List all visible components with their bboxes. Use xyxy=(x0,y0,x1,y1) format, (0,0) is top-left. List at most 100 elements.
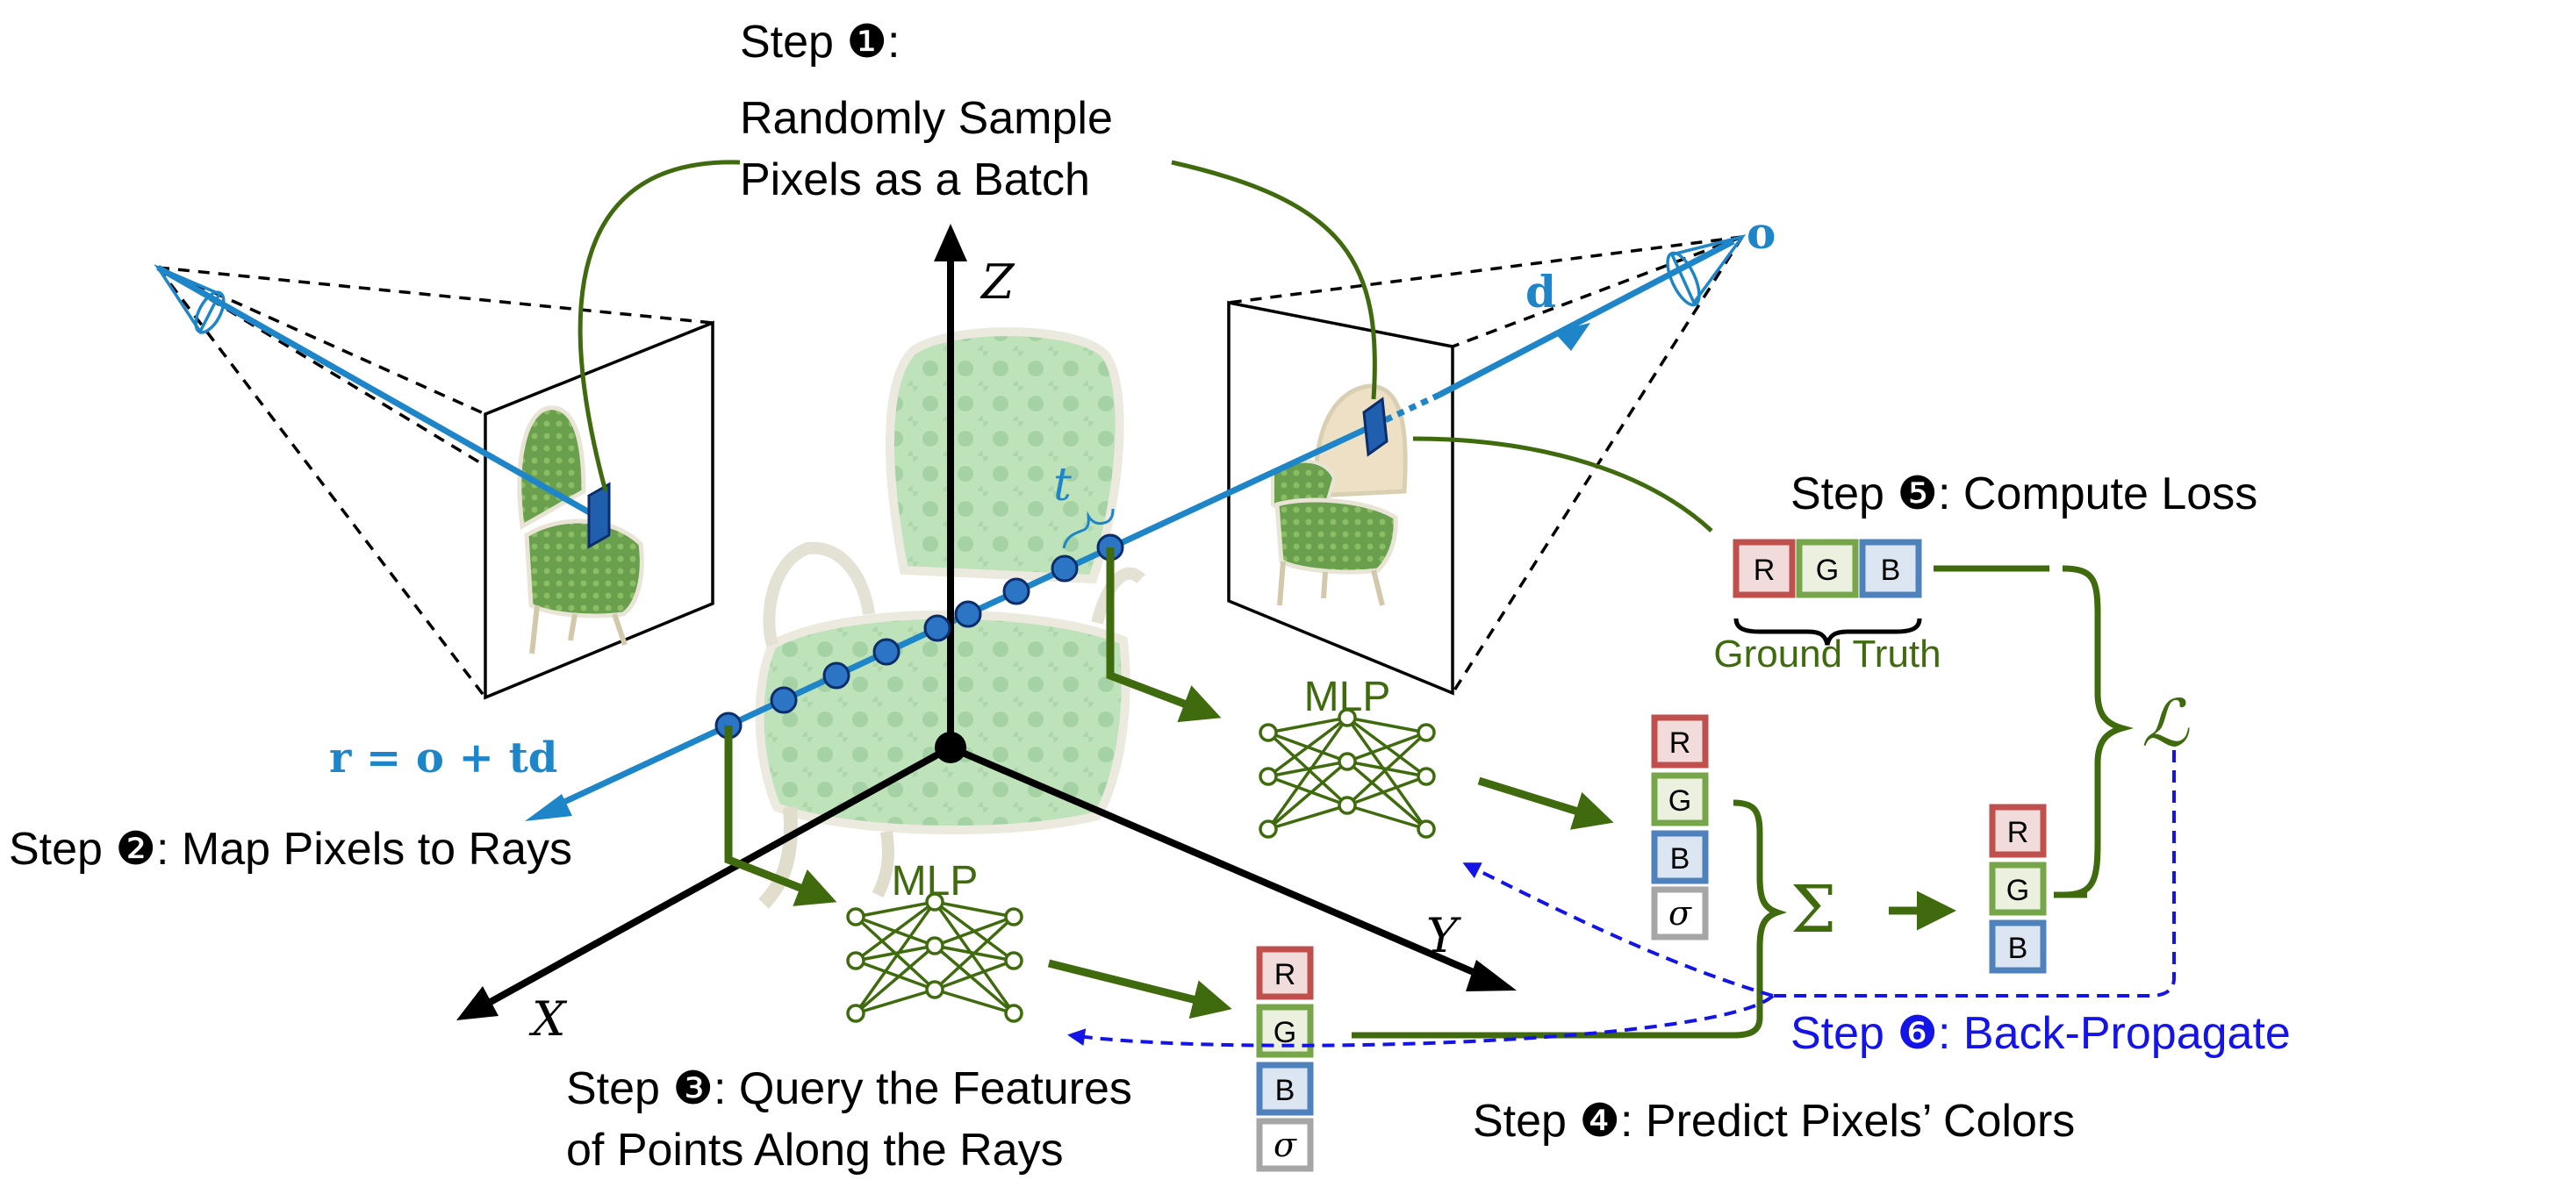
top-b-label: B xyxy=(1670,842,1690,876)
sample-point xyxy=(1051,554,1079,583)
y-axis-label: Y xyxy=(1426,908,1461,963)
main-ray-to-origin xyxy=(1438,238,1735,398)
mlp-bottom-label: MLP xyxy=(892,858,979,905)
chair-mid-leg xyxy=(872,830,894,898)
ray-equation: r = o + td xyxy=(329,733,557,783)
bottom-r-label: R xyxy=(1274,958,1296,991)
y-axis xyxy=(949,744,1489,982)
bottom-b-box xyxy=(1256,1062,1314,1116)
gt-r-box xyxy=(1733,539,1796,598)
step6-label: Step ❻: Back-Propagate xyxy=(1790,1008,2291,1059)
step1-title: Step ❶: xyxy=(740,17,900,68)
backprop-main xyxy=(1773,750,2176,998)
chair-right-arm xyxy=(1091,567,1145,625)
top-g-box xyxy=(1651,772,1709,826)
backprop-to-mlp-bottom xyxy=(1067,994,1775,1048)
left-camera-ray xyxy=(156,264,600,521)
sample-point xyxy=(923,614,951,642)
pred-b-box xyxy=(1989,919,2047,974)
sample-point xyxy=(954,600,982,628)
right-pixel xyxy=(1362,397,1388,457)
step3-line1: Step ❸: Query the Features xyxy=(566,1063,1132,1114)
predicted-rgb: R G B xyxy=(1989,804,2047,974)
mlp-bottom xyxy=(846,892,1023,1023)
chair-left-arm xyxy=(763,541,875,647)
mlp-top-to-output xyxy=(1477,776,1614,830)
loss-symbol: ℒ xyxy=(2142,686,2190,762)
chair-back xyxy=(886,327,1124,584)
mlp-bottom-output: R G B σ xyxy=(1256,946,1314,1172)
top-g-label: G xyxy=(1668,784,1691,818)
gt-r-label: R xyxy=(1754,554,1776,587)
gt-g-box xyxy=(1796,539,1859,598)
pred-r-box xyxy=(1989,804,2047,858)
pred-r-label: R xyxy=(2007,816,2029,849)
sum-symbol: Σ xyxy=(1790,872,1836,948)
left-pixel xyxy=(587,482,611,549)
bottom-r-box xyxy=(1256,946,1314,1000)
top-r-box xyxy=(1651,714,1709,769)
step1-line1: Randomly Sample xyxy=(740,93,1113,144)
z-axis-head xyxy=(934,224,967,261)
mlp-top-label: MLP xyxy=(1304,674,1391,720)
pred-g-box xyxy=(1989,862,2047,916)
sample-point xyxy=(872,638,901,666)
t-label: t xyxy=(1053,459,1072,511)
t-brace xyxy=(1062,508,1115,549)
chair-left-leg xyxy=(758,806,798,909)
step3-line2: of Points Along the Rays xyxy=(566,1125,1064,1176)
sample-point xyxy=(822,662,850,690)
step1-curve-left xyxy=(578,160,741,492)
origin-label: o xyxy=(1747,207,1776,259)
bottom-sigma-label: σ xyxy=(1274,1126,1297,1164)
x-axis xyxy=(479,744,952,1011)
backprop-to-mlp-top xyxy=(1462,862,1774,998)
step1-curve-right xyxy=(1171,160,1377,400)
z-axis-label: Z xyxy=(979,254,1015,310)
sample-points xyxy=(714,533,1124,740)
left-camera-cone xyxy=(154,264,222,335)
right-pixel-to-gt xyxy=(1412,436,1713,533)
y-axis-head xyxy=(1466,960,1517,991)
direction-label: d xyxy=(1525,266,1556,318)
mlp-bottom-edges xyxy=(854,900,1015,1015)
ground-truth-brace xyxy=(1733,618,1922,646)
direction-arrowhead xyxy=(1553,323,1590,351)
x-axis-label: X xyxy=(528,991,568,1047)
ground-truth-rgb: R G B xyxy=(1733,539,1922,598)
mlp-top-output: R G B σ xyxy=(1651,714,1709,940)
mlp-top xyxy=(1259,708,1436,839)
mlp-top-edges xyxy=(1266,716,1428,831)
top-sigma-box xyxy=(1651,886,1709,940)
point-to-mlp-top xyxy=(1106,547,1222,723)
right-image-plane xyxy=(1227,300,1454,696)
step1-line2: Pixels as a Batch xyxy=(740,154,1090,205)
green-connectors xyxy=(578,160,2135,1039)
gt-b-box xyxy=(1859,539,1922,598)
sum-brace xyxy=(1352,799,1788,1039)
step5-label: Step ❺: Compute Loss xyxy=(1790,468,2257,519)
top-r-label: R xyxy=(1669,726,1691,760)
bottom-sigma-box xyxy=(1256,1118,1314,1172)
point-to-mlp-bottom xyxy=(724,726,837,906)
axes-origin xyxy=(935,732,966,763)
mlp-bottom-to-output xyxy=(1047,959,1232,1019)
bottom-g-label: G xyxy=(1274,1016,1296,1049)
pred-g-label: G xyxy=(2006,874,2029,907)
sample-point xyxy=(770,686,798,714)
ground-truth-label: Ground Truth xyxy=(1713,633,1941,676)
gt-g-label: G xyxy=(1816,554,1839,587)
step2-label: Step ❷: Map Pixels to Rays xyxy=(9,824,572,875)
left-camera xyxy=(154,264,714,700)
loss-brace xyxy=(2062,565,2135,898)
x-axis-head xyxy=(456,986,499,1020)
gt-b-label: B xyxy=(1881,554,1901,587)
top-b-box xyxy=(1651,830,1709,884)
step4-label: Step ❹: Predict Pixels’ Colors xyxy=(1473,1096,2075,1147)
top-sigma-label: σ xyxy=(1668,894,1692,933)
axes xyxy=(479,254,1489,1011)
backprop-lines xyxy=(1067,750,2176,1048)
pred-b-label: B xyxy=(2008,932,2028,965)
ray-direction-arrowhead xyxy=(525,794,572,821)
